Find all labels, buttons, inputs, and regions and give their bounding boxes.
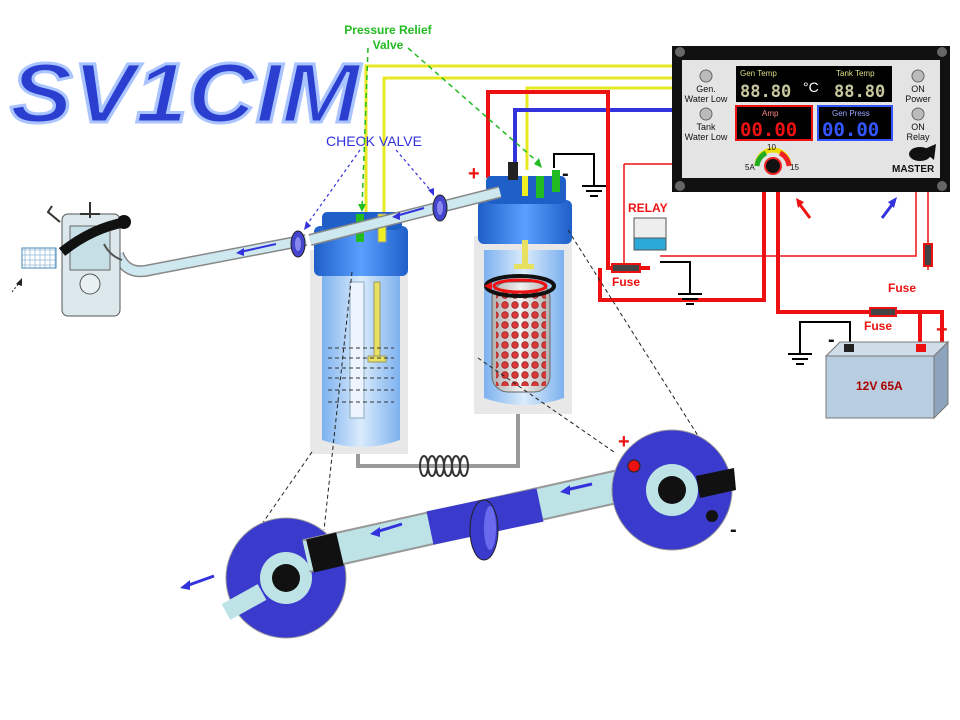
yellow-wire-2 (382, 76, 676, 212)
fuse-relay (611, 263, 641, 273)
amp-title: Amp (762, 109, 779, 118)
hose-coil (419, 455, 469, 477)
ground-relay (660, 261, 702, 305)
flow-arrow-detail-1 (565, 482, 593, 492)
knob-label-10: 10 (767, 143, 776, 152)
flow-arrow-pipe (395, 207, 425, 217)
tank-water-low-label-2: Water Low (685, 132, 728, 142)
gen-press-title: Gen Press (832, 109, 870, 118)
relay-feed-wire (623, 163, 676, 268)
amp-display (735, 105, 813, 141)
battery-minus-label: - (828, 329, 835, 351)
temp-unit: °C (803, 79, 819, 95)
blue-wire (513, 108, 676, 170)
gen-water-low-label-1: Gen. (696, 84, 716, 94)
positive-terminal (627, 459, 641, 473)
relay-label: RELAY (628, 201, 668, 215)
battery-label: 12V 65A (856, 379, 903, 393)
tank-temp-value: 88.80 (834, 82, 885, 102)
connecting-hose (356, 412, 520, 468)
fuse-label-3: Fuse (864, 319, 892, 333)
fuse-right (923, 243, 933, 267)
red-wire-relay-right (660, 192, 917, 257)
gen-press-display (817, 105, 893, 141)
gen-press-value: 00.00 (822, 119, 879, 141)
electrode-detail (221, 429, 736, 639)
gen-temp-value: 88.80 (740, 82, 791, 102)
master-label: MASTER (892, 164, 935, 175)
air-arrow (11, 281, 21, 293)
fuse-label-2: Fuse (888, 281, 916, 295)
check-valve-label: CHECK VALVE (326, 133, 422, 149)
pressure-relief-label-2: Valve (373, 38, 404, 52)
amp-value: 00.00 (740, 119, 797, 141)
control-panel (672, 46, 950, 192)
flow-arrow-detail-2 (375, 522, 403, 534)
on-power-label-1: ON (911, 84, 925, 94)
on-power-led (911, 69, 925, 83)
on-relay-led (911, 107, 925, 121)
yellow-wire-1 (364, 64, 676, 212)
tank-water-low-label-1: Tank (696, 122, 716, 132)
battery-plus-label: + (936, 319, 948, 341)
ground-battery (788, 321, 851, 365)
gen-water-low-led (699, 69, 713, 83)
plate-plus-label: + (618, 431, 630, 453)
tank-temp-title: Tank Temp (836, 69, 875, 78)
cell-plus-label: + (468, 163, 480, 185)
ground-cell (553, 153, 606, 197)
master-switch[interactable] (909, 144, 936, 161)
engine-intake (21, 202, 131, 317)
pressure-relief-label-1: Pressure Relief (344, 23, 432, 37)
fuse-battery (869, 307, 897, 317)
on-power-label-2: Power (905, 94, 931, 104)
logo: SV1CIM (10, 46, 362, 140)
generator-canister (474, 162, 572, 414)
gen-temp-title: Gen Temp (740, 69, 777, 78)
relay (633, 217, 667, 251)
battery (824, 340, 950, 420)
plate-minus-label: - (730, 519, 737, 541)
pressure-relief-pointer-2 (407, 47, 541, 165)
check-valve-2 (432, 194, 448, 222)
check-valve-pointer-2 (395, 149, 433, 193)
on-relay-label-1: ON (911, 122, 925, 132)
tank-water-low-led (699, 107, 713, 121)
negative-terminal (706, 510, 718, 522)
current-knob[interactable] (764, 157, 782, 175)
yellow-wire-3 (525, 86, 676, 170)
red-wire-panel-battery (776, 192, 944, 344)
gen-water-low-label-2: Water Low (685, 94, 728, 104)
cell-minus-label: - (562, 163, 569, 185)
bubbler-canister (310, 212, 408, 454)
flow-arrow-detail-3 (185, 574, 215, 588)
on-relay-label-2: Relay (906, 132, 930, 142)
check-valve-1 (290, 230, 306, 258)
temp-display (736, 66, 892, 102)
knob-label-15: 15 (790, 163, 799, 172)
fuse-label-1: Fuse (612, 275, 640, 289)
knob-label-5a: 5A (745, 163, 755, 172)
flow-arrow-hose (239, 243, 277, 253)
